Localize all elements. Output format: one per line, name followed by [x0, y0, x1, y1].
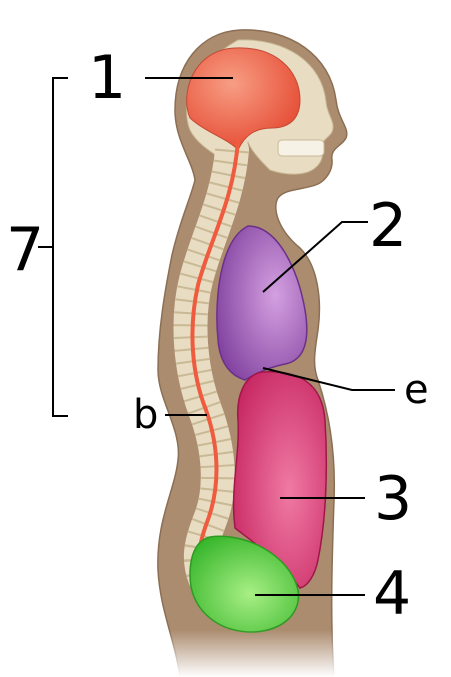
label-7: 7 [6, 215, 44, 285]
label-b: b [133, 392, 158, 438]
bracket-7 [52, 77, 68, 417]
cranial-cavity [186, 47, 301, 151]
spinal-cord [190, 138, 240, 582]
bottom-fade [150, 630, 350, 677]
thoracic-cavity [216, 225, 308, 381]
leader-2 [262, 221, 368, 293]
label-1: 1 [88, 43, 126, 113]
abdominal-cavity [232, 371, 328, 589]
teeth [277, 139, 325, 157]
label-2: 2 [369, 191, 407, 261]
label-3: 3 [374, 464, 412, 534]
leader-e [262, 367, 395, 391]
label-e: e [404, 367, 429, 413]
label-4: 4 [373, 559, 411, 629]
